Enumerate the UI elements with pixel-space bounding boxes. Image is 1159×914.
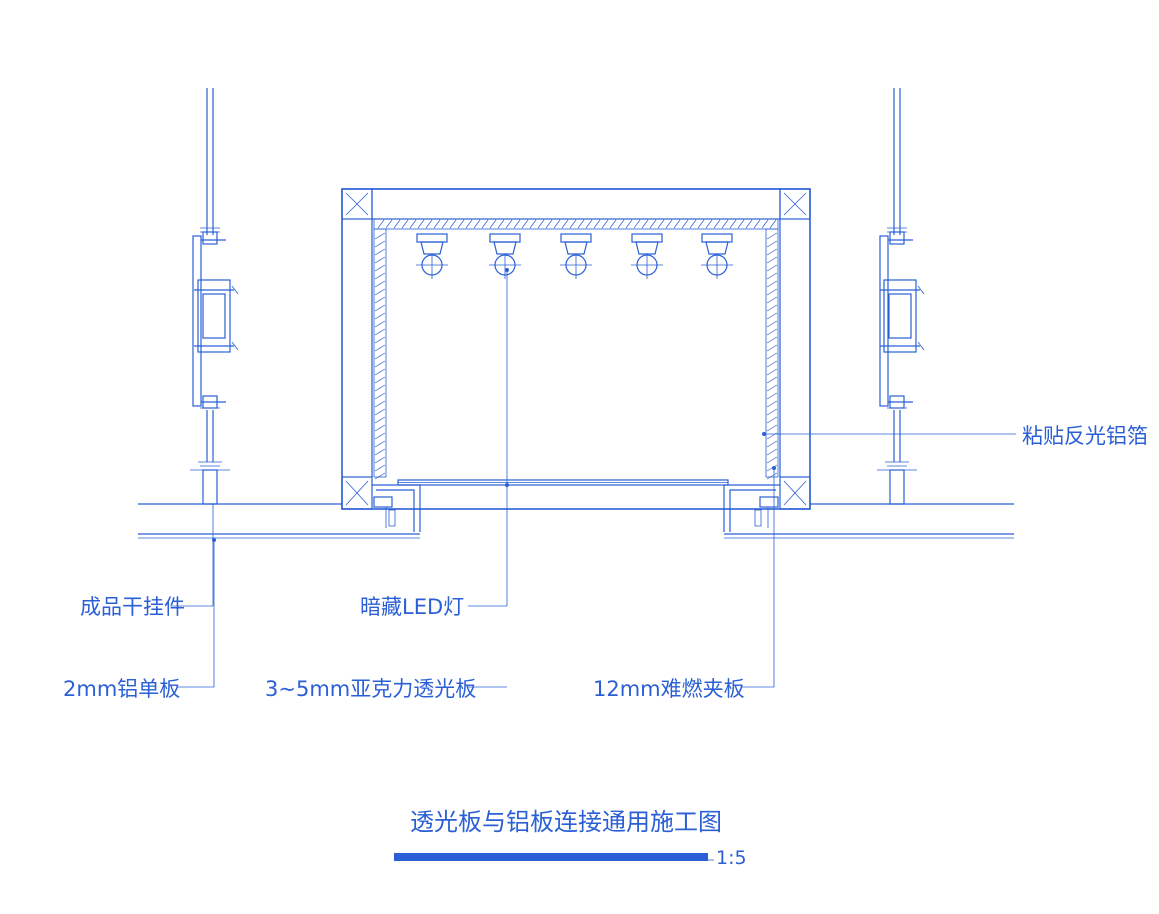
label-fire-board: 12mm难燃夹板 xyxy=(593,677,745,701)
aluminum-ceiling-right xyxy=(724,503,1014,539)
led-lamp-icon xyxy=(416,233,448,279)
led-lamp-icon xyxy=(489,233,521,279)
label-reflective-foil: 粘贴反光铝箔 xyxy=(1022,424,1148,448)
aluminum-ceiling-left xyxy=(138,503,420,539)
title-underline-thick xyxy=(394,853,708,861)
led-lamp-icon xyxy=(560,233,592,279)
leader-lines xyxy=(170,268,1016,688)
led-lamp-icon xyxy=(631,233,663,279)
bottom-right-channel xyxy=(723,484,780,532)
led-lamp-icon xyxy=(701,233,733,279)
drawing-title: 透光板与铝板连接通用施工图 xyxy=(410,808,722,836)
label-acrylic-panel: 3~5mm亚克力透光板 xyxy=(265,677,476,701)
bottom-left-channel xyxy=(372,484,421,532)
label-aluminum-panel: 2mm铝单板 xyxy=(63,677,180,701)
acrylic-panel xyxy=(397,479,729,486)
led-fixture-row xyxy=(416,233,733,279)
right-hanger-assembly xyxy=(877,88,925,505)
fire-board-hatch xyxy=(373,218,779,480)
label-hidden-led: 暗藏LED灯 xyxy=(360,595,464,619)
light-box-frame xyxy=(341,188,811,510)
drawing-scale: 1:5 xyxy=(716,847,747,869)
label-dry-hanger: 成品干挂件 xyxy=(80,595,185,619)
left-hanger-assembly xyxy=(190,88,239,505)
